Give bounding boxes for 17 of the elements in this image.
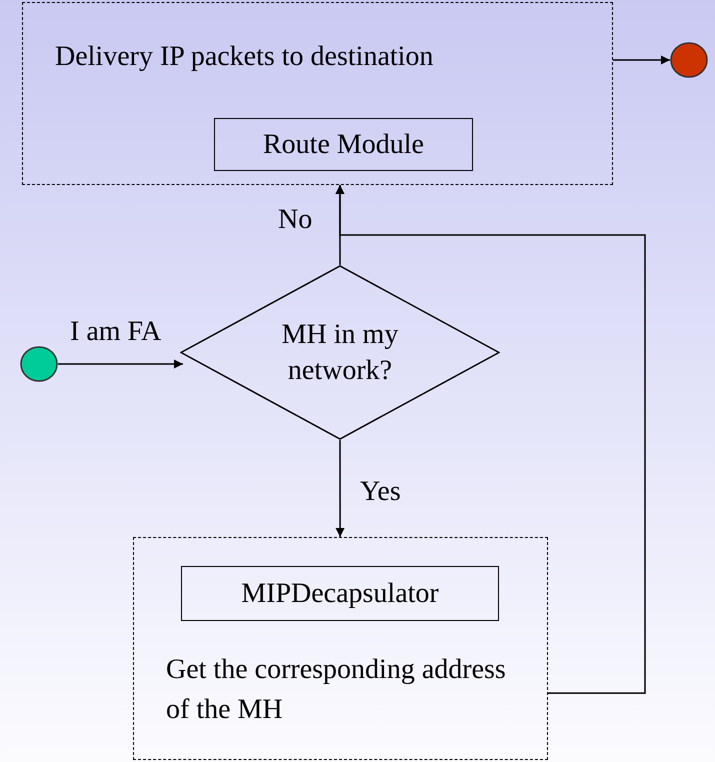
decision-text: MH in my network? <box>280 318 400 388</box>
module-box: MIPDecapsulator <box>181 566 499 621</box>
module-box: Route Module <box>214 118 473 171</box>
edge-label: I am FA <box>70 316 162 348</box>
arrow <box>336 440 345 537</box>
terminal-circle <box>20 346 58 382</box>
group-text: Delivery IP packets to destination <box>55 40 434 74</box>
arrow <box>335 185 646 694</box>
edge-label: Yes <box>360 476 401 508</box>
group-text: Get the corresponding address of the MH <box>166 653 506 727</box>
terminal-circle <box>670 42 708 78</box>
decision-diamond <box>180 265 500 440</box>
dashed-group-box <box>22 2 613 185</box>
edge-label: No <box>278 204 312 236</box>
arrow <box>613 56 670 64</box>
arrow <box>58 360 183 369</box>
dashed-group-box <box>133 537 548 760</box>
